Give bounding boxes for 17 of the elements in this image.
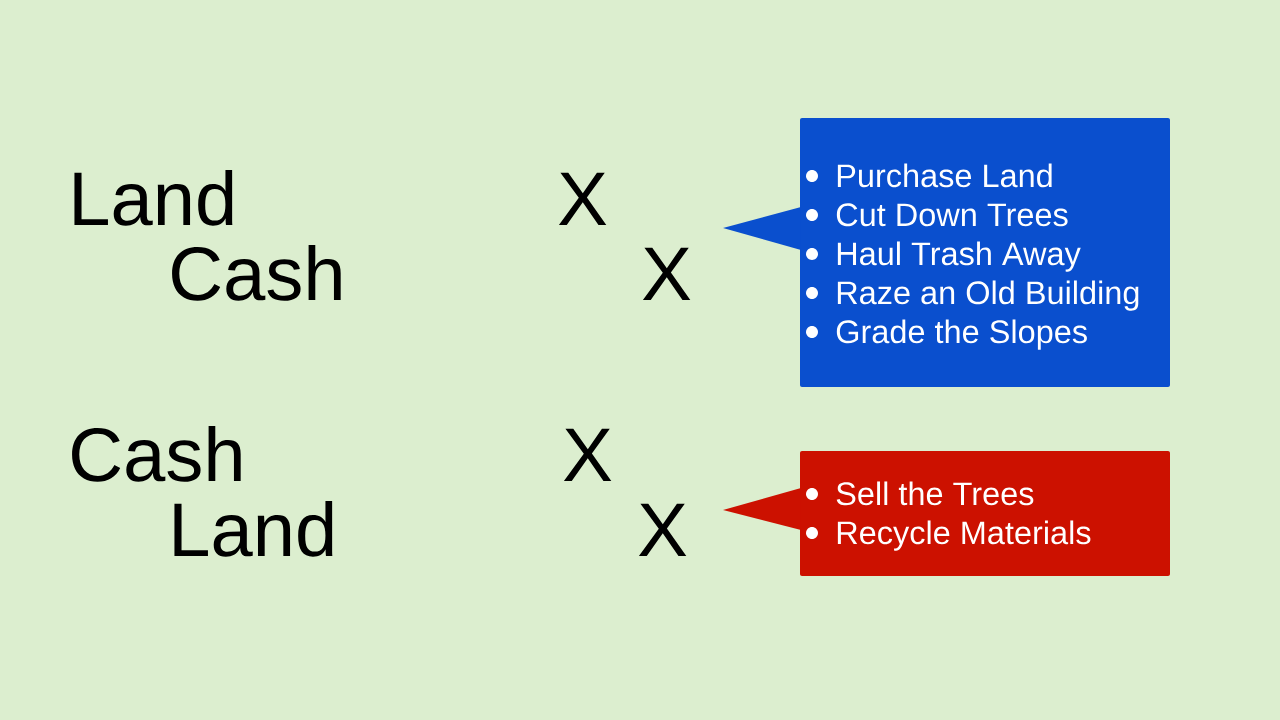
account-name: Cash xyxy=(172,244,341,301)
amount-mark: X xyxy=(563,428,612,481)
list-item: Grade the Slopes xyxy=(836,319,1087,350)
account-name: Cash xyxy=(72,425,241,482)
list-item: Haul Trash Away xyxy=(837,241,1081,272)
account-name: Land xyxy=(174,500,333,557)
account-name: Land xyxy=(74,169,233,226)
callout-box xyxy=(723,118,1170,387)
list-item: Recycle Materials xyxy=(837,520,1091,551)
list-item: Sell the Trees xyxy=(836,481,1034,506)
amount-mark: X xyxy=(638,503,687,556)
list-item: Purchase Land xyxy=(837,163,1052,188)
list-item: Raze an Old Building xyxy=(837,280,1139,311)
amount-mark: X xyxy=(558,172,607,225)
amount-mark: X xyxy=(642,247,691,300)
list-item: Cut Down Trees xyxy=(836,203,1068,227)
callout-box xyxy=(723,451,1170,576)
